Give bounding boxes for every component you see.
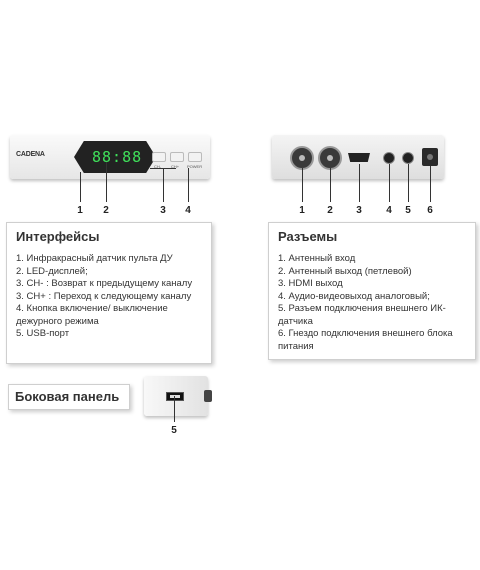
- back-callout-2: 2: [327, 205, 333, 216]
- front-callout-4: 4: [185, 205, 191, 216]
- power-label: POWER: [187, 164, 203, 169]
- power-button: [188, 152, 202, 162]
- connectors-list: 1. Антенный вход 2. Антенный выход (петл…: [278, 253, 453, 353]
- side-panel-label: Боковая панель: [15, 389, 120, 404]
- av-out-jack: [383, 152, 395, 164]
- list-item: 5. USB-порт: [16, 328, 70, 339]
- callout-line-1: [80, 172, 81, 202]
- interfaces-list: 1. Инфракрасный датчик пульта ДУ 2. LED-…: [16, 253, 192, 341]
- list-item: 4. Кнопка включение/ выключение: [16, 303, 168, 314]
- interfaces-title: Интерфейсы: [16, 229, 100, 244]
- power-jack: [422, 148, 438, 166]
- side-panel-label-box: Боковая панель: [8, 384, 130, 410]
- back-callout-6: 6: [427, 205, 433, 216]
- ch-plus-label: CH+: [171, 164, 180, 169]
- side-callout-line: [174, 396, 175, 422]
- callout-line-4: [188, 168, 189, 202]
- ch-minus-label: CH-: [154, 164, 162, 169]
- front-callout-3: 3: [160, 205, 166, 216]
- led-display: 88:88: [92, 148, 143, 166]
- side-callout-5: 5: [171, 425, 177, 436]
- connectors-box: Разъемы 1. Антенный вход 2. Антенный вых…: [268, 222, 476, 360]
- list-item: 3. CH- : Возврат к предыдущему каналу: [16, 278, 193, 289]
- back-callout-line-4: [389, 164, 390, 202]
- list-item: 2. Антенный выход (петлевой): [278, 265, 412, 277]
- ir-sensor-jack: [402, 152, 414, 164]
- front-panel-device: CADENA 88:88 CH- CH+ POWER: [10, 135, 210, 179]
- usb-port: [166, 392, 184, 401]
- front-callout-2: 2: [103, 205, 109, 216]
- callout-bracket-3: [150, 168, 176, 169]
- back-callout-1: 1: [299, 205, 305, 216]
- list-item: 5. Разъем подключения внешнего ИК-: [278, 303, 446, 314]
- list-item: 2. LED-дисплей;: [16, 265, 88, 277]
- brand-logo: CADENA: [16, 151, 45, 158]
- list-item: датчика: [278, 315, 313, 327]
- back-callout-4: 4: [386, 205, 392, 216]
- ch-minus-button: [152, 152, 166, 162]
- callout-line-3: [163, 168, 164, 202]
- interfaces-box: Интерфейсы 1. Инфракрасный датчик пульта…: [6, 222, 212, 364]
- list-item: 3. CH+ : Переход к следующему каналу: [16, 290, 192, 302]
- back-callout-line-5: [408, 164, 409, 202]
- list-item: питания: [278, 340, 314, 352]
- display-panel: [74, 141, 156, 173]
- list-item: 3. HDMI выход: [278, 278, 343, 289]
- ch-plus-button: [170, 152, 184, 162]
- list-item: 1. Антенный вход: [278, 253, 356, 264]
- hdmi-port: [348, 153, 370, 162]
- antenna-in-port: [290, 146, 314, 170]
- antenna-out-port: [318, 146, 342, 170]
- list-item: 1. Инфракрасный датчик пульта ДУ: [16, 253, 173, 264]
- list-item: дежурного режима: [16, 315, 99, 327]
- back-callout-line-1: [302, 168, 303, 202]
- back-callout-line-6: [430, 166, 431, 202]
- back-panel-device: [272, 135, 444, 179]
- side-antenna-connector: [204, 390, 212, 402]
- back-callout-line-2: [330, 168, 331, 202]
- callout-line-2: [106, 162, 107, 202]
- side-panel-device: [144, 376, 212, 416]
- connectors-title: Разъемы: [278, 229, 338, 244]
- back-callout-5: 5: [405, 205, 411, 216]
- front-callout-1: 1: [77, 205, 83, 216]
- back-callout-line-3: [359, 164, 360, 202]
- list-item: 4. Аудио-видеовыход аналоговый;: [278, 290, 430, 302]
- back-callout-3: 3: [356, 205, 362, 216]
- list-item: 6. Гнездо подключения внешнего блока: [278, 328, 453, 339]
